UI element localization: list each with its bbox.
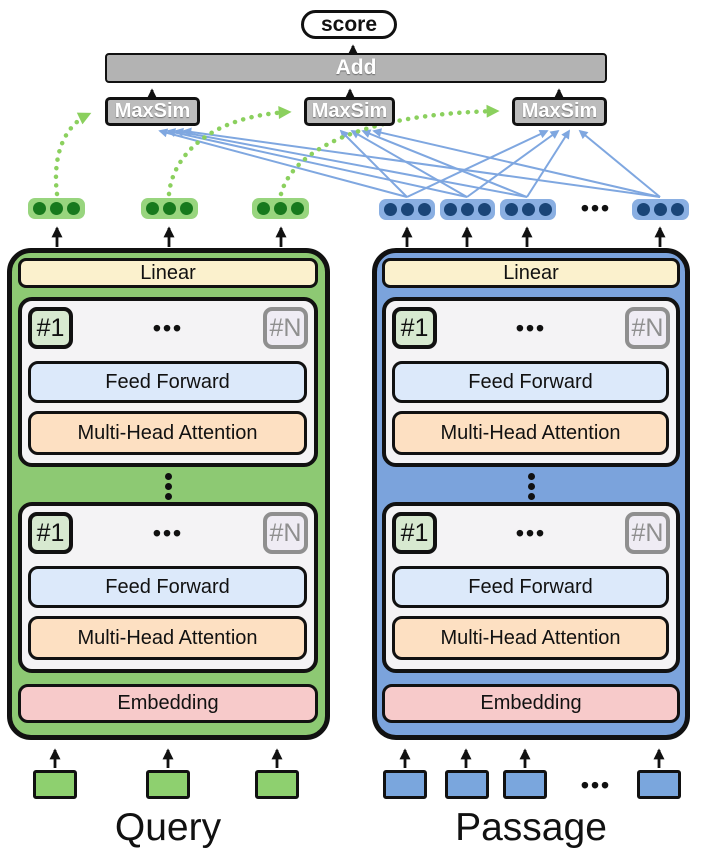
query-input-token xyxy=(255,770,299,799)
linear-label: Linear xyxy=(503,261,559,284)
query-layer-block-1: ••• #1 #N Feed Forward Multi-Head Attent… xyxy=(18,297,318,467)
passage-token-embedding xyxy=(500,199,556,220)
black-flow-arrows xyxy=(49,44,666,768)
add-bar: Add xyxy=(105,53,607,83)
multi-head-attention-box: Multi-Head Attention xyxy=(392,411,669,455)
passage-to-maxsim-lines xyxy=(158,127,661,198)
passage-layer-block-2: ••• #1 #N Feed Forward Multi-Head Attent… xyxy=(382,502,680,673)
query-embedding-box: Embedding xyxy=(18,684,318,723)
layer-badge-last: #N xyxy=(263,512,308,554)
query-linear-box: Linear xyxy=(18,258,318,288)
query-label: Query xyxy=(114,806,222,849)
layer-ellipsis: ••• xyxy=(515,314,547,341)
passage-token-embedding xyxy=(379,199,435,220)
add-label: Add xyxy=(335,56,377,79)
passage-linear-box: Linear xyxy=(382,258,680,288)
passage-input-token xyxy=(383,770,427,799)
layer-badge-first: #1 xyxy=(28,307,73,349)
passage-embedding-ellipsis: ••• xyxy=(580,194,612,221)
maxsim-box-3: MaxSim xyxy=(512,97,607,126)
passage-input-ellipsis: ••• xyxy=(580,771,612,798)
passage-input-token xyxy=(503,770,547,799)
passage-token-embedding xyxy=(440,199,495,220)
maxsim-label: MaxSim xyxy=(521,100,598,122)
query-input-token xyxy=(146,770,190,799)
maxsim-box-1: MaxSim xyxy=(105,97,200,126)
passage-input-token xyxy=(637,770,681,799)
layer-badge-last: #N xyxy=(625,512,670,554)
layer-ellipsis: ••• xyxy=(152,519,184,546)
feed-forward-box: Feed Forward xyxy=(28,566,307,608)
query-token-embedding xyxy=(28,198,85,219)
query-to-maxsim-arrows xyxy=(53,104,500,197)
layer-badge-first: #1 xyxy=(392,512,437,554)
layer-badge-last: #N xyxy=(263,307,308,349)
layer-badge-first: #1 xyxy=(28,512,73,554)
passage-encoder: Linear ••• #1 #N Feed Forward Multi-Head… xyxy=(372,248,690,740)
multi-head-attention-box: Multi-Head Attention xyxy=(28,616,307,660)
multi-head-attention-box: Multi-Head Attention xyxy=(392,616,669,660)
passage-label: Passage xyxy=(455,806,607,849)
layer-ellipsis: ••• xyxy=(515,519,547,546)
passage-token-embedding xyxy=(632,199,689,220)
feed-forward-box: Feed Forward xyxy=(392,566,669,608)
passage-layer-block-1: ••• #1 #N Feed Forward Multi-Head Attent… xyxy=(382,297,680,467)
query-input-token xyxy=(33,770,77,799)
maxsim-label: MaxSim xyxy=(311,100,388,122)
passage-embedding-box: Embedding xyxy=(382,684,680,723)
feed-forward-box: Feed Forward xyxy=(392,361,669,403)
query-token-embedding xyxy=(252,198,309,219)
score-pill: score xyxy=(301,10,397,39)
query-layer-block-2: ••• #1 #N Feed Forward Multi-Head Attent… xyxy=(18,502,318,673)
score-label: score xyxy=(320,12,378,36)
query-token-embedding xyxy=(141,198,198,219)
multi-head-attention-box: Multi-Head Attention xyxy=(28,411,307,455)
passage-input-token xyxy=(445,770,489,799)
linear-label: Linear xyxy=(140,261,196,284)
query-encoder: Linear ••• #1 #N Feed Forward Multi-Head… xyxy=(7,248,330,740)
layer-badge-last: #N xyxy=(625,307,670,349)
layer-stack-ellipsis xyxy=(523,472,539,500)
layer-stack-ellipsis xyxy=(160,472,176,500)
layer-badge-first: #1 xyxy=(392,307,437,349)
feed-forward-box: Feed Forward xyxy=(28,361,307,403)
layer-ellipsis: ••• xyxy=(152,314,184,341)
maxsim-box-2: MaxSim xyxy=(304,97,395,126)
maxsim-label: MaxSim xyxy=(114,100,191,122)
